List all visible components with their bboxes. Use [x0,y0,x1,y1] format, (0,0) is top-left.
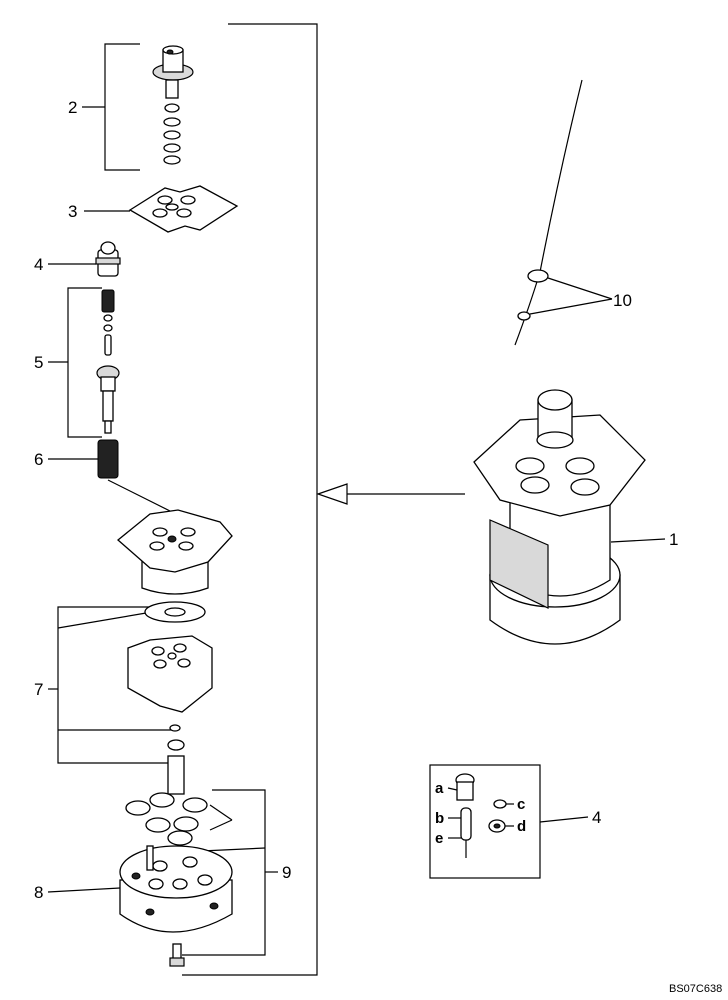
part-3-gasket-plate [84,185,239,233]
part-2-plunger-assembly [82,43,194,171]
part-5-valve-assembly [48,287,120,438]
assembly-bracket [182,23,318,976]
inset-label-e: e [435,830,443,847]
part-4-cap [48,241,121,277]
callout-4-inset: 4 [592,808,601,827]
assembly-arrow [316,483,465,505]
callout-4: 4 [34,255,43,274]
callout-10: 10 [613,291,632,310]
part-10-cable [514,79,613,346]
drawing-code: BS07C638 [669,983,722,995]
inset-label-c: c [517,796,525,813]
callout-5: 5 [34,353,43,372]
callout-8: 8 [34,883,43,902]
inset-label-d: d [517,818,526,835]
inset-part-4-detail [429,764,589,879]
upper-housing [116,509,233,595]
callout-1: 1 [669,530,678,549]
callout-7: 7 [34,680,43,699]
inset-label-a: a [435,780,444,797]
callout-3: 3 [68,202,77,221]
part-1-main-assembly [473,389,666,645]
callout-9: 9 [282,863,291,882]
part-6-spring [48,439,173,513]
part-8-base-body [47,845,233,967]
part-7-valve-body-group [48,601,213,795]
callout-2: 2 [68,98,77,117]
inset-label-b: b [435,810,444,827]
callout-6: 6 [34,450,43,469]
